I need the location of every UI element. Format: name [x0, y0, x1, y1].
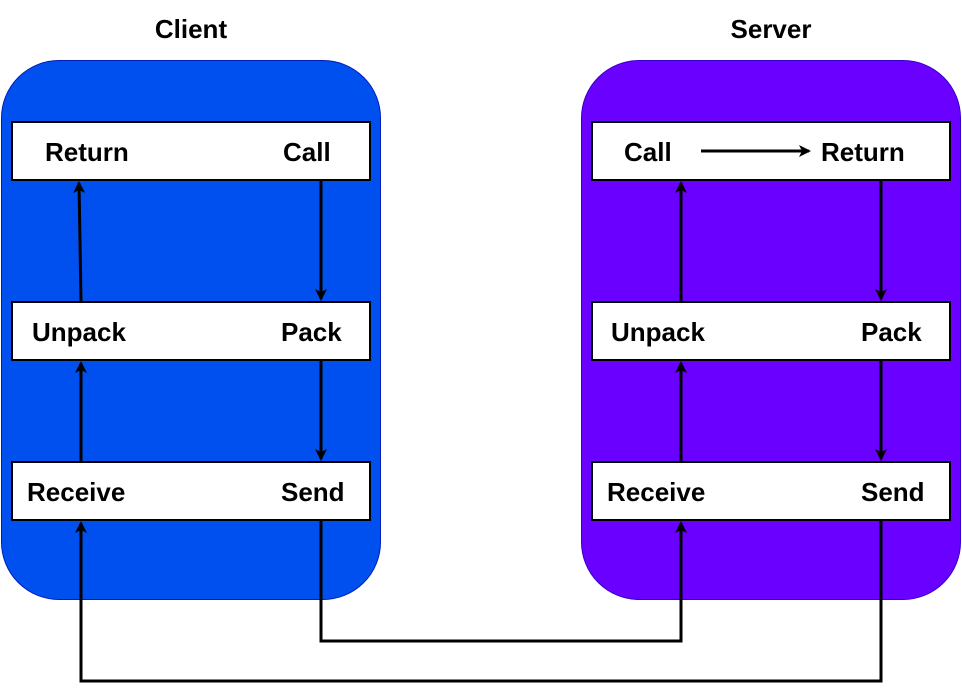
server-send-label: Send	[861, 477, 925, 507]
client-return-label: Return	[45, 137, 129, 167]
server-title: Server	[730, 14, 812, 44]
client-call-label: Call	[283, 137, 331, 167]
client-send-label: Send	[281, 477, 345, 507]
server-unpack-label: Unpack	[611, 317, 705, 347]
client-title: Client	[154, 14, 228, 44]
server-return-label: Return	[821, 137, 905, 167]
client-bottom-layer: Receive Send	[11, 461, 371, 521]
server-top-layer: Call Return	[591, 121, 951, 181]
server-call-label: Call	[624, 137, 672, 167]
client-unpack-label: Unpack	[32, 317, 126, 347]
client-pack-label: Pack	[281, 317, 342, 347]
client-top-layer: Return Call	[11, 121, 371, 181]
server-receive-label: Receive	[607, 477, 706, 507]
server-pack-label: Pack	[861, 317, 922, 347]
client-receive-label: Receive	[27, 477, 126, 507]
server-bottom-layer: Receive Send	[591, 461, 951, 521]
server-middle-layer: Unpack Pack	[591, 301, 951, 361]
client-middle-layer: Unpack Pack	[11, 301, 371, 361]
